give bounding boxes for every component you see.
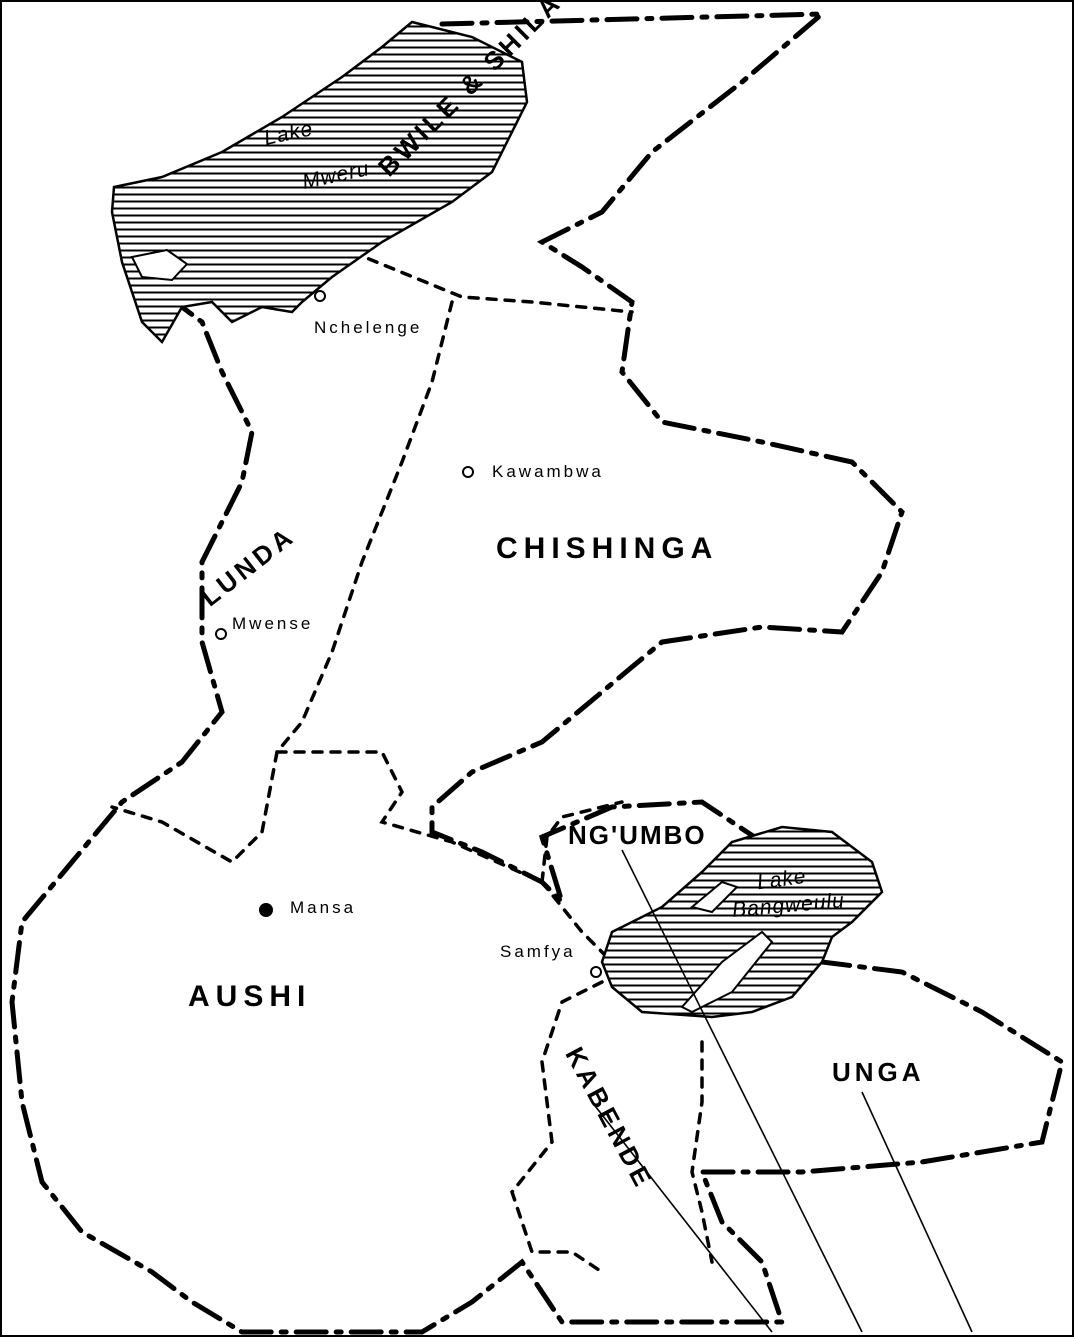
samfya-marker [590,966,602,978]
town-kawambwa: Kawambwa [492,462,604,481]
town-mansa: Mansa [290,898,357,917]
leader-unga [861,1091,973,1333]
lake-mweru-island [130,248,189,282]
boundary-samfya [540,880,614,964]
mansa-marker [259,903,273,917]
boundary-ngumbo-loop [540,800,624,884]
lake-mweru [110,20,529,345]
outer-boundary [9,11,1065,1335]
region-ngumbo: NG'UMBO [568,820,707,850]
lake-bangweulu-swamp [689,880,739,914]
town-nchelenge: Nchelenge [314,318,423,337]
region-aushi: AUSHI [188,980,312,1013]
boundary-lunda-chishinga [275,300,454,754]
lake-bangweulu [600,825,884,1019]
boundary-kabende [510,980,604,1274]
kawambwa-marker [462,466,474,478]
leader-kabende [591,1101,773,1333]
nchelenge-marker [314,290,326,302]
boundary-bwile-east [350,250,634,314]
mwense-marker [215,628,227,640]
town-samfya: Samfya [500,942,576,961]
boundary-aushi-ngumbo [275,750,544,884]
lake-bangweulu-island [680,930,774,1014]
region-chishinga: CHISHINGA [496,532,719,565]
town-mwense: Mwense [232,614,314,633]
leader-ngumbo [621,849,863,1333]
boundary-kabende-east [690,1040,714,1264]
region-unga: UNGA [832,1057,925,1087]
boundary-lunda-aushi [110,750,279,865]
